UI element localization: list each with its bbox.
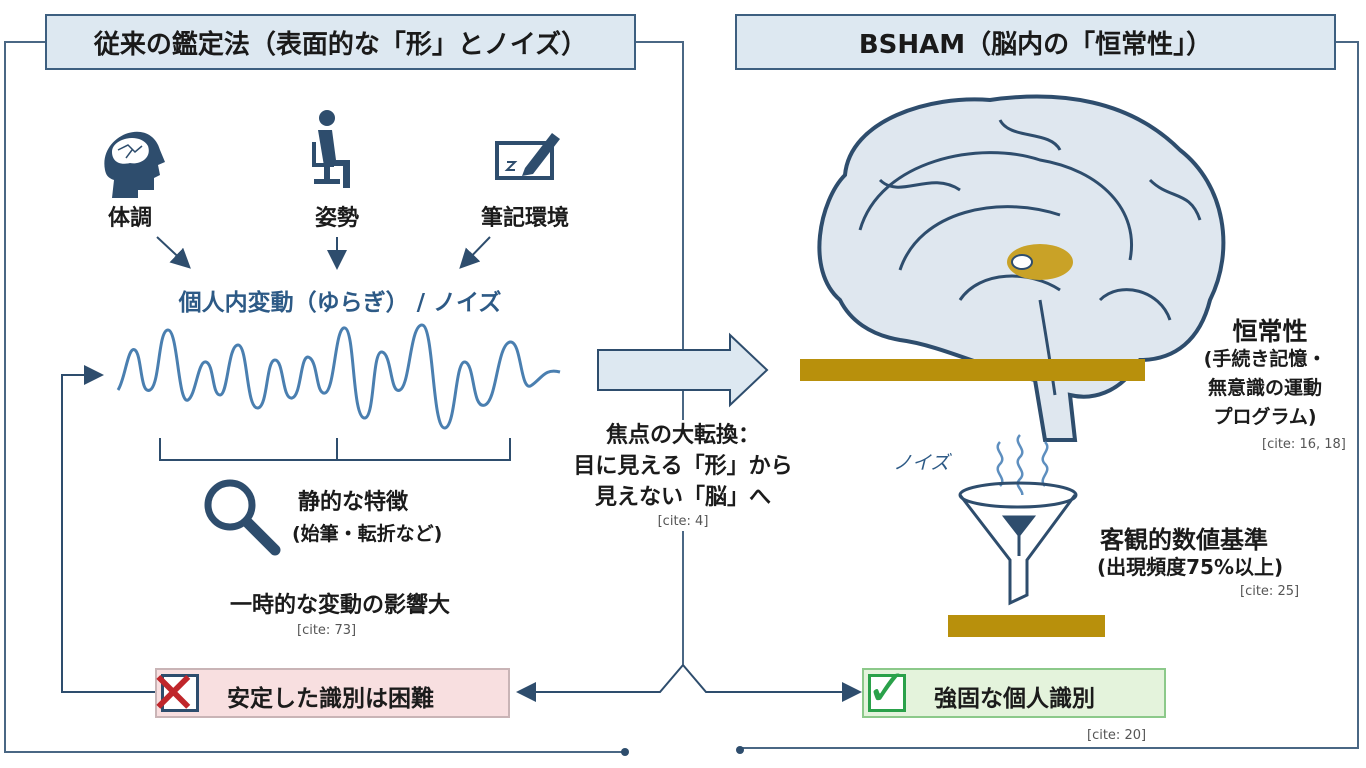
- static-feature-sub: (始筆・転折など): [292, 523, 443, 545]
- big-arrow: [597, 332, 769, 408]
- head-brain-icon: [104, 131, 165, 198]
- right-panel-title: BSHAM（脳内の「恒常性」）: [735, 14, 1336, 70]
- influence-label: 一時的な変動の影響大: [229, 593, 450, 618]
- success-result-box: ✓ 強固な個人識別: [862, 659, 1166, 718]
- success-result-label: 強固な個人識別: [934, 686, 1095, 712]
- seated-person-icon: [312, 110, 350, 188]
- static-feature: 静的な特徴: [298, 490, 409, 515]
- checkbox-icon: [161, 674, 199, 712]
- arrow-factor: [459, 236, 491, 269]
- factor-label: 体調: [107, 206, 152, 231]
- constancy-label: 恒常性: [1232, 317, 1308, 346]
- focus-line-1: 焦点の大転換：: [605, 423, 760, 448]
- factor-label: 筆記環境: [480, 206, 569, 231]
- constancy-sub: (手続き記憶・ 無意識の運動 プログラム): [1175, 345, 1355, 432]
- green-check-icon: ✓: [866, 659, 908, 717]
- noise-label: ノイズ: [893, 452, 950, 474]
- criterion-sub: (出現頻度75%以上): [1097, 555, 1284, 579]
- checkbox-icon: [868, 674, 906, 712]
- arrow-to-fail: [516, 664, 684, 702]
- focus-shift-text: 焦点の大転換： 目に見える「形」から 見えない「脳」へ [cite: 4]: [560, 420, 806, 531]
- magnifier-icon: [204, 479, 281, 556]
- focus-line-2: 目に見える「形」から: [573, 454, 793, 479]
- cite: [cite: 4]: [657, 514, 709, 529]
- constancy-sub-line: プログラム): [1213, 406, 1317, 428]
- frame-dot: [621, 748, 629, 756]
- cite: [cite: 25]: [1240, 584, 1300, 599]
- variation-label: 個人内変動（ゆらぎ） / ノイズ: [178, 290, 502, 316]
- constancy-bar: [800, 359, 1145, 381]
- criterion-label: 客観的数値基準: [1100, 526, 1268, 554]
- output-bar: [948, 615, 1105, 637]
- constancy-sub-line: (手続き記憶・: [1203, 348, 1327, 370]
- noise-waveform: [116, 323, 561, 430]
- arrow-to-success: [682, 664, 862, 702]
- arrow-factor: [156, 236, 191, 269]
- fail-result-box: ✕ 安定した識別は困難: [149, 660, 510, 726]
- feedback-arrow: [61, 365, 155, 693]
- noise-squiggles: [996, 434, 1049, 500]
- funnel-icon: [958, 481, 1078, 606]
- focus-line-3: 見えない「脳」へ: [594, 485, 771, 510]
- brain-illustration: [817, 94, 1226, 442]
- cite: [cite: 20]: [1087, 728, 1147, 743]
- factor-label: 姿勢: [314, 206, 359, 231]
- constancy-sub-line: 無意識の運動: [1207, 377, 1322, 399]
- writing-pad-icon: [495, 133, 560, 180]
- fail-result-label: 安定した識別は困難: [227, 686, 434, 712]
- cite: [cite: 16, 18]: [1262, 437, 1346, 452]
- left-panel-title: 従来の鑑定法（表面的な「形」とノイズ）: [45, 14, 636, 70]
- bracket: [159, 438, 511, 461]
- frame-dot: [736, 746, 744, 754]
- cite: [cite: 73]: [297, 623, 357, 638]
- red-x-icon: ✕: [149, 659, 198, 727]
